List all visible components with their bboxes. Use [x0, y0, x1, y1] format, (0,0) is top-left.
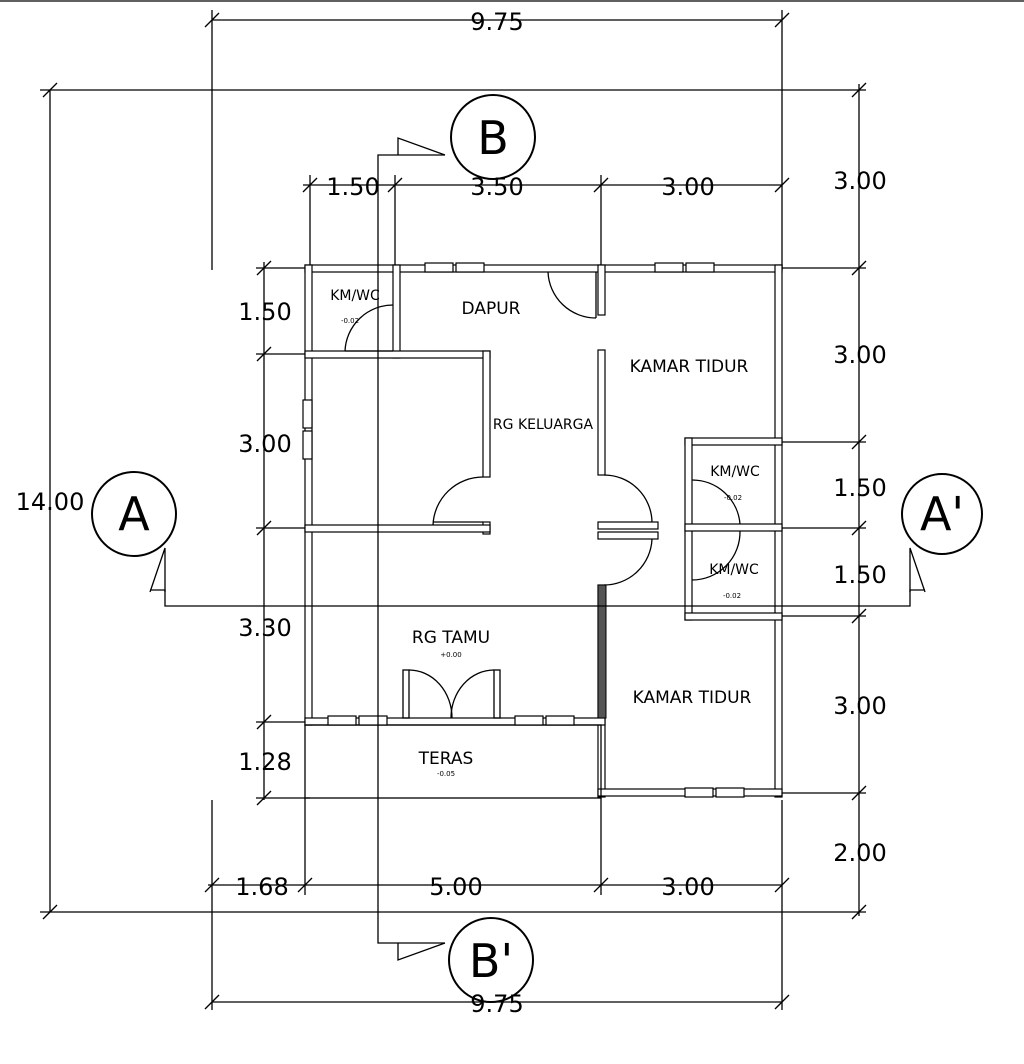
dim-right-seg-2: 3.00 [833, 341, 886, 369]
section-markers: A A' B B' [91, 94, 983, 1003]
room-teras-elev: -0.05 [437, 770, 455, 778]
dim-left-seg-4: 1.28 [238, 748, 291, 776]
room-labels: KM/WC -0.02 DAPUR RG KELUARGA KAMAR TIDU… [330, 288, 760, 778]
room-kmwc-1: KM/WC [330, 288, 380, 304]
marker-a-right: A' [920, 487, 964, 541]
room-rg-tamu-elev: +0.00 [440, 651, 461, 659]
room-rg-keluarga: RG KELUARGA [493, 417, 594, 433]
marker-b-bottom-circle [448, 917, 534, 1003]
dim-top-seg-1: 1.50 [326, 173, 379, 201]
room-kmwc-3-elev: -0.02 [723, 592, 741, 600]
room-dapur: DAPUR [462, 299, 521, 319]
marker-b-top: B [477, 111, 509, 165]
section-lines [149, 137, 926, 961]
dim-top-total: 9.75 [470, 8, 523, 36]
dim-top-seg-3: 3.00 [661, 173, 714, 201]
doors [344, 271, 741, 719]
room-kmwc-3: KM/WC [709, 562, 759, 578]
dim-left-seg-2: 3.00 [238, 430, 291, 458]
dim-left-seg-1: 1.50 [238, 298, 291, 326]
dim-right-seg-5: 3.00 [833, 692, 886, 720]
dim-right-seg-6: 2.00 [833, 839, 886, 867]
marker-a-right-circle [901, 473, 983, 555]
dim-bottom-seg-2: 5.00 [429, 873, 482, 901]
room-teras: TERAS [418, 749, 474, 769]
room-kmwc-2-elev: -0.02 [724, 494, 742, 502]
dim-right-seg-4: 1.50 [833, 561, 886, 589]
room-kamar-tidur-2: KAMAR TIDUR [633, 688, 752, 708]
dim-bottom-seg-3: 3.00 [661, 873, 714, 901]
dimension-lines [40, 10, 867, 1010]
dim-bottom-seg-1: 1.68 [235, 873, 288, 901]
dim-left-seg-3: 3.30 [238, 614, 291, 642]
dim-left-total: 14.00 [16, 488, 85, 516]
marker-a-left: A [118, 487, 150, 541]
windows [302, 262, 745, 798]
marker-a-left-circle [91, 471, 177, 557]
dim-right-seg-1: 3.00 [833, 167, 886, 195]
marker-b-top-circle [450, 94, 536, 180]
dim-right-seg-3: 1.50 [833, 474, 886, 502]
room-kmwc-2: KM/WC [710, 464, 760, 480]
room-rg-tamu: RG TAMU [412, 628, 490, 648]
room-kmwc-1-elev: -0.02 [341, 317, 359, 325]
room-kamar-tidur-1: KAMAR TIDUR [630, 357, 749, 377]
marker-b-bottom: B' [469, 934, 513, 988]
